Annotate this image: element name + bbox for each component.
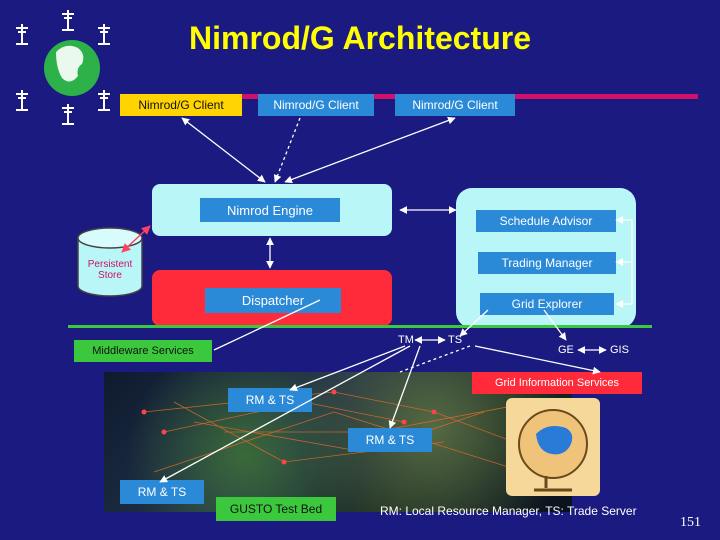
gusto-test-bed: GUSTO Test Bed [216,497,336,521]
rm-ts-label-1: RM & TS [228,388,312,412]
rm-ts-label-3: RM & TS [120,480,204,504]
page-number: 151 [680,515,701,530]
trading-manager: Trading Manager [478,252,616,274]
grid-explorer: Grid Explorer [480,293,614,315]
persistent-store-label: Persistent Store [87,259,133,281]
globe-photo [506,398,600,496]
client-box-3: Nimrod/G Client [395,94,515,116]
tm-label: TM [398,334,414,346]
schedule-advisor: Schedule Advisor [476,210,616,232]
globe-icon [518,409,588,492]
ge-label: GE [558,344,574,356]
page-title: Nimrod/G Architecture [189,20,531,56]
grid-information-services: Grid Information Services [472,372,642,394]
globe-logo-icon [16,10,110,125]
ts-label: TS [448,334,463,346]
middleware-services: Middleware Services [74,340,212,362]
rm-ts-label-2: RM & TS [348,428,432,452]
legend-text: RM: Local Resource Manager, TS: Trade Se… [380,504,637,518]
gis-label: GIS [610,344,629,356]
client-box-2: Nimrod/G Client [258,94,374,116]
client-box-1: Nimrod/G Client [120,94,242,116]
middleware-line [68,325,652,328]
nimrod-engine-label: Nimrod Engine [200,198,340,222]
